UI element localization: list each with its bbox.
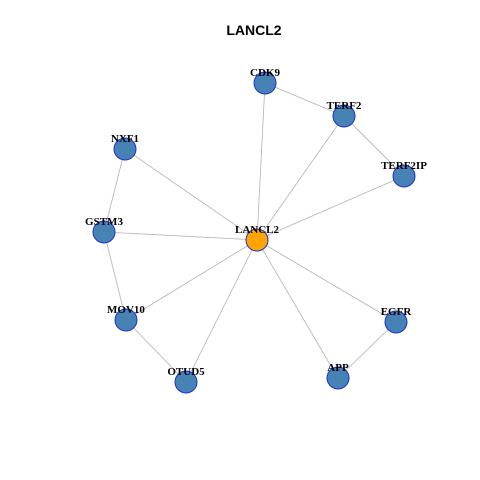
edge-lancl2-mov10: [125, 239, 258, 321]
edge-app-egfr: [337, 321, 397, 379]
node-label-gstm3: GSTM3: [85, 216, 123, 228]
edge-terf2-terf2ip: [343, 115, 405, 177]
node-label-egfr: EGFR: [381, 306, 413, 318]
node-mov10: [114, 308, 138, 332]
node-layer: [92, 71, 416, 394]
edge-lancl2-terf2: [256, 115, 345, 241]
node-gstm3: [92, 220, 116, 244]
edge-lancl2-cdk9: [256, 82, 266, 241]
node-otud5: [174, 370, 198, 394]
node-label-app: APP: [327, 362, 349, 374]
edge-layer: [103, 82, 405, 383]
node-label-cdk9: CDK9: [250, 67, 280, 79]
node-egfr: [384, 310, 408, 334]
node-label-nxf1: NXF1: [111, 133, 139, 145]
node-cdk9: [253, 71, 277, 95]
edge-lancl2-app: [256, 239, 339, 379]
node-label-mov10: MOV10: [107, 304, 145, 316]
node-nxf1: [113, 137, 137, 161]
edge-lancl2-nxf1: [124, 148, 258, 241]
edge-cdk9-terf2: [264, 82, 345, 117]
node-label-otud5: OTUD5: [167, 366, 205, 378]
node-label-terf2ip: TERF2IP: [381, 160, 427, 172]
edge-lancl2-terf2ip: [256, 175, 405, 241]
node-terf2: [332, 104, 356, 128]
node-label-lancl2: LANCL2: [235, 224, 280, 236]
graph-title: LANCL2: [226, 22, 281, 38]
edge-mov10-otud5: [125, 319, 187, 383]
edge-nxf1-gstm3: [103, 148, 126, 233]
node-label-terf2: TERF2: [327, 100, 362, 112]
edge-gstm3-mov10: [103, 231, 127, 321]
node-lancl2: [245, 228, 269, 252]
edge-lancl2-gstm3: [103, 231, 258, 241]
node-terf2ip: [392, 164, 416, 188]
node-app: [326, 366, 350, 390]
edge-lancl2-egfr: [256, 239, 397, 323]
edge-lancl2-otud5: [185, 239, 258, 383]
